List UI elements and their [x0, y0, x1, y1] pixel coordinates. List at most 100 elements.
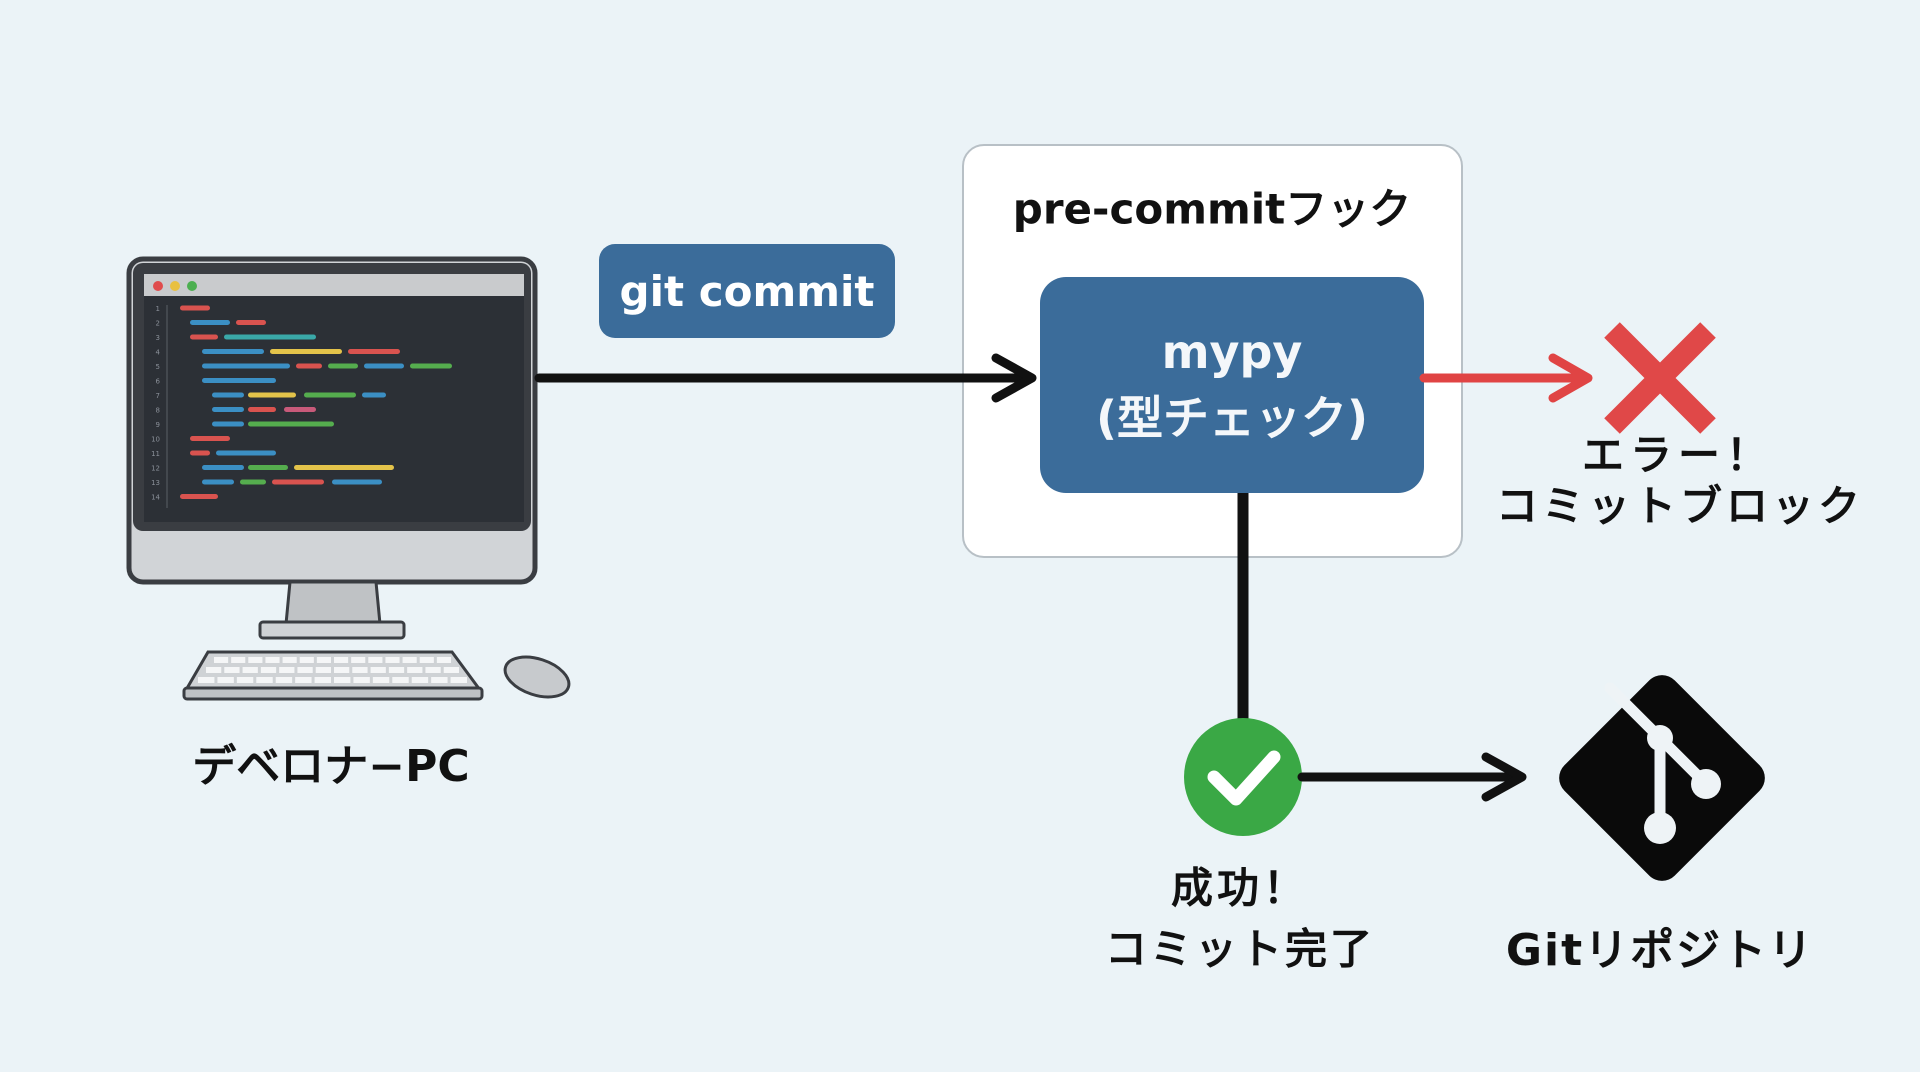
code-line [190, 334, 218, 340]
line-number: 14 [151, 494, 160, 502]
keyboard-key [411, 677, 429, 683]
code-line [332, 479, 382, 485]
keyboard-key [265, 657, 280, 663]
keyboard-key [402, 657, 417, 663]
type-check-label: (型チェック) [1095, 391, 1369, 445]
code-line [202, 378, 276, 383]
keyboard-key [370, 667, 386, 673]
keyboard-key [275, 677, 293, 683]
code-line [224, 334, 316, 340]
mypy-label: mypy [1161, 325, 1303, 379]
pre-commit-hook-title: pre-commitフック [1012, 184, 1412, 234]
code-line [272, 479, 324, 485]
code-line [190, 436, 230, 441]
keyboard-key [248, 657, 263, 663]
line-number: 7 [156, 392, 160, 400]
git-repository-label: Gitリポジトリ [1505, 925, 1815, 976]
code-line [248, 421, 334, 427]
keyboard-key [334, 657, 349, 663]
line-number: 12 [151, 465, 160, 473]
code-line [348, 349, 400, 354]
code-line [236, 320, 266, 325]
line-number: 6 [156, 378, 161, 386]
code-line [304, 392, 356, 398]
code-line [212, 392, 244, 398]
keyboard-key [314, 677, 331, 683]
keyboard-key [299, 657, 314, 663]
keyboard-key [407, 667, 423, 673]
keyboard-key [334, 667, 350, 673]
arrow-to-error [1419, 353, 1593, 403]
code-line [216, 450, 276, 456]
keyboard-key [224, 667, 240, 673]
git-commit-label-box: git commit [599, 244, 895, 338]
keyboard-key [231, 657, 246, 663]
code-line [212, 421, 244, 427]
line-number: 2 [156, 320, 160, 328]
keyboard-key [419, 657, 434, 663]
code-line [364, 363, 404, 369]
keyboard-key [282, 657, 297, 663]
code-line [180, 305, 210, 311]
success-label: 成功！ [1170, 863, 1310, 913]
keyboard-key [425, 667, 441, 673]
keyboard-key [236, 677, 254, 683]
keyboard-key [368, 657, 383, 663]
code-line [180, 494, 218, 499]
keyboard-key [217, 677, 234, 683]
line-number: 5 [156, 363, 160, 371]
code-line [190, 450, 210, 456]
code-line [202, 465, 244, 470]
keyboard-key [206, 667, 222, 673]
line-number: 11 [151, 450, 160, 458]
keyboard-key [436, 657, 451, 663]
line-number: 9 [156, 421, 160, 429]
keyboard-key [443, 667, 459, 673]
code-line [202, 363, 290, 369]
keyboard-key [388, 667, 405, 673]
code-line [294, 465, 394, 470]
error-label: エラー！ [1581, 430, 1775, 480]
code-line [296, 363, 322, 369]
code-line [328, 363, 358, 369]
keyboard-key [315, 667, 331, 673]
commit-blocked-label: コミットブロック [1495, 481, 1865, 531]
keyboard-key [385, 657, 400, 663]
keyboard-key [316, 657, 331, 663]
keyboard-key [372, 677, 390, 683]
code-line [410, 363, 452, 369]
code-line [190, 320, 230, 325]
line-number: 3 [156, 334, 160, 342]
keyboard-key [352, 667, 368, 673]
mouse-icon [503, 655, 571, 699]
green-check-icon [1184, 718, 1302, 836]
code-line [284, 407, 316, 412]
keyboard-key [450, 677, 467, 683]
code-line [248, 465, 288, 470]
line-number: 8 [156, 407, 160, 415]
keyboard-key [297, 667, 313, 673]
keyboard-key [295, 677, 312, 683]
red-x-icon [1604, 322, 1716, 434]
keyboard-key [334, 677, 351, 683]
commit-complete-label: コミット完了 [1104, 924, 1376, 974]
line-number: 1 [156, 305, 160, 313]
mypy-box: mypy (型チェック) [1040, 277, 1424, 493]
keyboard-key [351, 657, 366, 663]
code-line [202, 479, 234, 485]
keyboard-key [392, 677, 409, 683]
code-line [248, 392, 296, 398]
code-line [202, 349, 264, 354]
keyboard-key [431, 677, 448, 683]
code-line [362, 392, 386, 398]
code-line [212, 407, 244, 412]
keyboard-key [242, 667, 258, 673]
keyboard-key [353, 677, 370, 683]
developer-pc-label: デベロナ−PC [192, 741, 470, 792]
code-line [248, 407, 276, 412]
keyboard-key [279, 667, 295, 673]
arrow-to-repository [1297, 752, 1527, 802]
code-line [270, 349, 342, 354]
line-number: 10 [151, 436, 160, 444]
